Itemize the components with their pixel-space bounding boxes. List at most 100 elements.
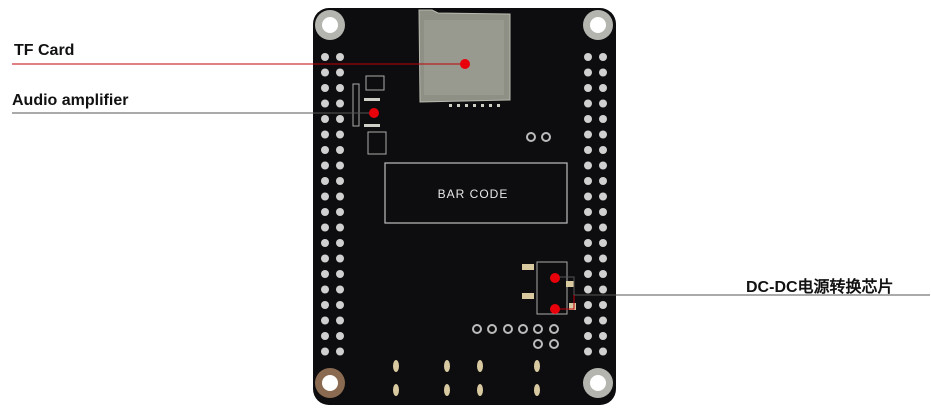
header-pin (599, 192, 607, 201)
oval-pad (393, 384, 399, 396)
header-pin (584, 347, 592, 356)
header-pin (584, 130, 592, 139)
header-pin (336, 223, 344, 232)
pad (503, 324, 513, 334)
pad (487, 324, 497, 334)
header-pin (584, 177, 592, 185)
header-pin (321, 347, 329, 356)
dc-dc-chips (522, 261, 576, 315)
header-pin (336, 301, 344, 309)
header-pin (321, 177, 329, 185)
oval-pad (444, 384, 450, 396)
header-pin (321, 223, 329, 232)
audio-amplifier-chip (352, 75, 387, 155)
header-pin (321, 239, 329, 247)
header-pin (599, 347, 607, 356)
dc-dc-leader-branch (559, 295, 575, 310)
header-pin (584, 223, 592, 232)
pad (518, 324, 528, 334)
mounting-hole-center (322, 17, 338, 33)
header-pin (584, 53, 592, 61)
header-pin (599, 146, 607, 154)
header-pin (321, 99, 329, 108)
tf-card-label: TF Card (14, 42, 75, 59)
header-pin (336, 332, 344, 340)
header-pin (584, 115, 592, 123)
audio-amplifier-marker (369, 108, 379, 118)
header-pin (336, 192, 344, 201)
pad (472, 324, 482, 334)
header-pin (584, 192, 592, 201)
dc-dc-leader (559, 276, 930, 296)
header-pin (336, 115, 344, 123)
header-pin (599, 316, 607, 325)
mounting-hole-center (322, 375, 338, 391)
header-pin (584, 316, 592, 325)
header-pin (599, 208, 607, 216)
header-pin (584, 208, 592, 216)
dc-dc-label: DC-DC电源转换芯片 (746, 279, 894, 296)
tf-card-slot (418, 9, 511, 107)
mounting-hole-center (590, 375, 606, 391)
header-pin (599, 161, 607, 170)
header-pin (321, 130, 329, 139)
header-pin (321, 146, 329, 154)
header-pin (321, 301, 329, 309)
header-pin (584, 239, 592, 247)
tf-card-marker (460, 59, 470, 69)
header-pin (599, 130, 607, 139)
header-pin (321, 115, 329, 123)
oval-pad (534, 384, 540, 396)
header-pin (584, 301, 592, 309)
header-pin (321, 68, 329, 77)
header-pin (336, 53, 344, 61)
header-pin (336, 208, 344, 216)
header-pin (584, 254, 592, 263)
header-pin (599, 115, 607, 123)
oval-pad (534, 360, 540, 372)
header-pin (336, 239, 344, 247)
header-pin (584, 84, 592, 92)
header-pin (599, 68, 607, 77)
header-pin (584, 161, 592, 170)
header-pin (321, 192, 329, 201)
dc-dc-marker-1 (550, 273, 560, 283)
header-pin (321, 53, 329, 61)
header-pin (584, 68, 592, 77)
header-pin (336, 99, 344, 108)
header-pin (584, 332, 592, 340)
header-pin (599, 285, 607, 294)
oval-pad (393, 360, 399, 372)
barcode-area (384, 162, 568, 224)
header-pin (599, 53, 607, 61)
header-pin (599, 332, 607, 340)
header-pin (336, 161, 344, 170)
header-pin (599, 254, 607, 263)
oval-pad (444, 360, 450, 372)
pcb-board: BAR CODE (313, 8, 616, 405)
header-pin (336, 254, 344, 263)
header-pin (336, 68, 344, 77)
audio-amplifier-label: Audio amplifier (12, 92, 129, 109)
oval-pad (477, 360, 483, 372)
header-pin (599, 301, 607, 309)
pad (549, 324, 559, 334)
header-pin (336, 146, 344, 154)
header-pin (336, 177, 344, 185)
header-pin (599, 239, 607, 247)
header-pin (599, 84, 607, 92)
mounting-hole-center (590, 17, 606, 33)
pad (533, 339, 543, 349)
header-pin (321, 332, 329, 340)
pad (549, 339, 559, 349)
header-pin (336, 347, 344, 356)
header-pin (336, 270, 344, 278)
header-pin (321, 161, 329, 170)
header-pin (584, 99, 592, 108)
oval-pad (477, 384, 483, 396)
header-pin (584, 285, 592, 294)
dc-dc-marker-2 (550, 304, 560, 314)
header-pin (336, 285, 344, 294)
header-pin (336, 84, 344, 92)
